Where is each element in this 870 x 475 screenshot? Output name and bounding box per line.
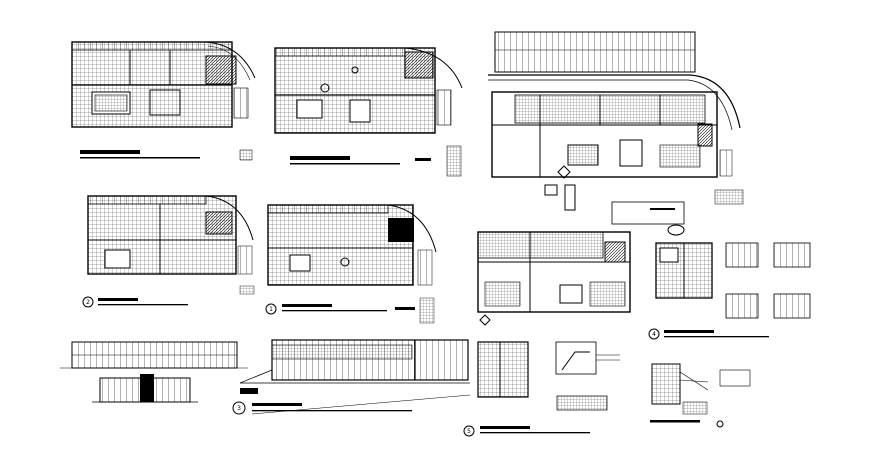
floor-plan-4: 2 [82, 195, 255, 308]
svg-text:3: 3 [237, 405, 241, 412]
svg-text:1: 1 [269, 306, 273, 313]
elevation-3: 3 [232, 339, 471, 415]
svg-text:2: 2 [86, 299, 90, 306]
svg-text:4: 4 [652, 331, 656, 338]
floor-plan-5: 1 [265, 204, 437, 324]
floor-plan-2 [274, 47, 463, 177]
floor-plan-6 [477, 201, 685, 326]
floor-plan-3 [488, 31, 744, 211]
svg-text:5: 5 [467, 428, 471, 435]
detail-group-5: 5 [463, 341, 751, 437]
floor-plan-1 [71, 41, 256, 161]
elevation-1 [60, 341, 248, 403]
detail-group-4: 4 [648, 242, 811, 340]
